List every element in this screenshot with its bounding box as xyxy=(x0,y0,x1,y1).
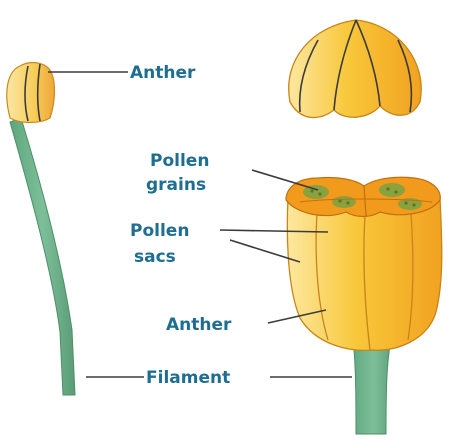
label-pollen-grains-line1: Pollen xyxy=(150,151,209,171)
pollen-sac-cavity xyxy=(379,183,405,197)
label-filament: Filament xyxy=(146,368,230,388)
label-pollen-grains-line2: grains xyxy=(146,175,206,195)
small-anther xyxy=(7,63,55,123)
label-anther-top: Anther xyxy=(130,63,196,83)
label-pollen-sacs-line2: sacs xyxy=(134,247,176,267)
label-pollen-sacs-line1: Pollen xyxy=(130,221,189,241)
small-stamen xyxy=(7,63,75,395)
anther-body xyxy=(286,177,442,434)
label-anther-bottom: Anther xyxy=(166,315,232,335)
pollen-sac-cavity xyxy=(332,196,356,208)
small-filament xyxy=(10,118,75,395)
anther-cap xyxy=(289,20,422,118)
labels: Anther Pollen grains Pollen sacs Anther … xyxy=(130,63,232,388)
